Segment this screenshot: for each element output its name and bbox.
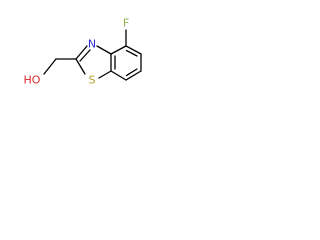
bond-c7-c7a [110, 70, 127, 81]
molecule-structure: F N S HO [24, 17, 142, 87]
benzene-ring [110, 45, 142, 81]
bond-c6-c7 [125, 70, 142, 81]
bond-sulfur-c7a [98, 70, 112, 79]
hydroxyl-group-label: HO [24, 74, 41, 87]
nitrogen-atom-label: N [88, 38, 96, 51]
fluorine-atom-label: F [123, 17, 129, 30]
sulfur-atom-label: S [89, 74, 96, 87]
bond-c4-c5-double [125, 49, 138, 57]
bond-c2-sulfur [75, 58, 86, 75]
bond-c4-c5 [125, 45, 142, 55]
bond-c6-c7-double [125, 68, 138, 77]
bond-nitrogen-c2-single [75, 45, 88, 60]
bond-nitrogen-c2-double [79, 49, 91, 62]
bond-c3a-c4 [110, 45, 127, 55]
bond-c3a-nitrogen [96, 45, 112, 55]
bond-ch2-oxygen [43, 58, 57, 75]
thiazole-ring [75, 45, 112, 79]
